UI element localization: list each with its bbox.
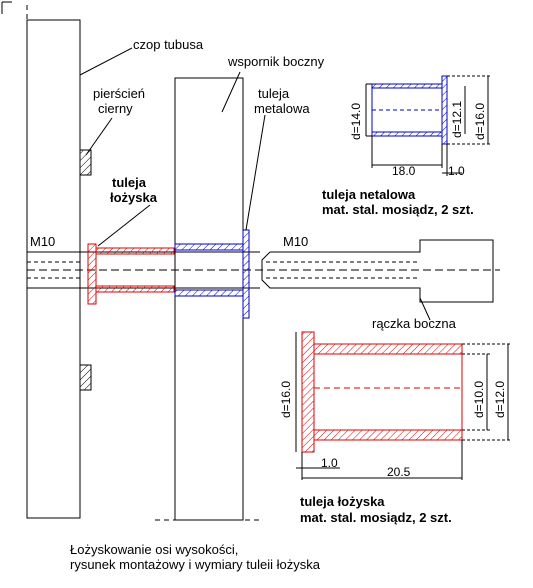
dim-bearing-flange: 1.0 <box>321 456 338 470</box>
dim-metal-d-inner: d=12.1 <box>450 101 464 138</box>
label-wspornik-boczny: wspornik boczny <box>227 54 325 69</box>
dim-metal-length: 18.0 <box>392 164 416 178</box>
caption-line-2: rysunek montażowy i wymiary tuleii łożys… <box>70 557 321 572</box>
label-czop-tubusa: czop tubusa <box>133 37 204 52</box>
friction-ring-lower <box>79 364 92 391</box>
label-m10-right: M10 <box>283 234 308 249</box>
title-metal-2: mat. stal. mosiądz, 2 szt. <box>322 202 474 217</box>
czop-tubusa-part <box>26 19 92 519</box>
dim-bearing-d-flange: d=16.0 <box>279 381 293 418</box>
corner-mark <box>1 1 12 14</box>
label-raczka-boczna: rączka boczna <box>372 316 457 331</box>
metal-sleeve-assembly <box>174 229 250 319</box>
label-tuleja-metal-1: tuleja <box>258 86 290 101</box>
raczka-boczna-part <box>261 239 494 303</box>
leader-lines <box>79 47 431 321</box>
dim-metal-flange: 1.0 <box>448 164 465 178</box>
bearing-sleeve-assembly <box>87 243 175 305</box>
label-tuleja-lozyska-2: łożyska <box>110 190 158 205</box>
detail-metal-sleeve <box>365 75 490 176</box>
label-m10-left: M10 <box>30 234 55 249</box>
label-tuleja-lozyska-1: tuleja <box>112 175 147 190</box>
dim-bearing-d-inner: d=10.0 <box>472 381 486 418</box>
caption-line-1: Łożyskowanie osi wysokości, <box>70 542 238 557</box>
title-bearing-1: tuleja łożyska <box>300 494 385 509</box>
dim-bearing-d-outer: d=12.0 <box>493 381 507 418</box>
dim-bearing-length: 20.5 <box>387 465 411 479</box>
dim-metal-d-outer: d=14.0 <box>349 103 363 140</box>
dim-metal-d-flange: d=16.0 <box>473 103 487 140</box>
title-bearing-2: mat. stal. mosiądz, 2 szt. <box>300 510 452 525</box>
friction-ring-upper <box>79 149 92 176</box>
wspornik-boczny-part <box>174 77 244 521</box>
detail-bearing-sleeve <box>295 331 510 480</box>
title-metal-1: tuleja netalowa <box>322 187 416 202</box>
label-pierscien-2: cierny <box>98 101 133 116</box>
shaft <box>27 251 500 289</box>
label-pierscien-1: pierścień <box>93 86 145 101</box>
label-tuleja-metal-2: metalowa <box>254 101 310 116</box>
